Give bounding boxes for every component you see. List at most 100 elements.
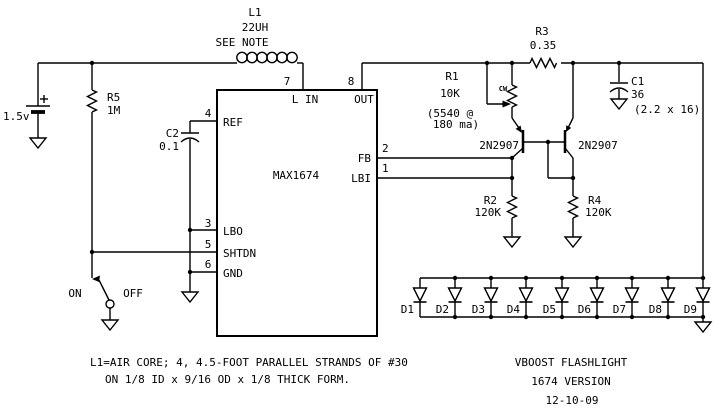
pin4-label: REF (223, 116, 243, 129)
pin8-number: 8 (348, 75, 355, 88)
l1-value: 22UH (242, 21, 269, 34)
r2-ref: R2 (484, 194, 497, 207)
led-array: D1 D2 D3 D4 D5 D6 D7 (401, 278, 713, 334)
wire-segment (589, 287, 605, 303)
ground-icon (502, 236, 522, 249)
wire-segment (187, 227, 193, 233)
wire-segment (246, 51, 258, 64)
diode-d6: D6 (578, 278, 605, 317)
emitter-arrow-icon (566, 125, 572, 132)
wire-segment (700, 275, 706, 281)
note-line1: L1=AIR CORE; 4, 4.5-FOOT PARALLEL STRAND… (90, 356, 408, 369)
wire-segment (484, 60, 490, 66)
wire-segment (660, 287, 676, 303)
wire-segment (529, 56, 558, 70)
wire-segment (488, 314, 494, 320)
power-switch: ON OFF (68, 275, 143, 332)
diode-label: D8 (649, 303, 662, 316)
c1-note: (2.2 x 16) (634, 103, 700, 116)
r1-note-line2: 180 ma) (433, 118, 479, 131)
wire-segment (570, 60, 576, 66)
pin3-number: 3 (205, 217, 212, 230)
wire-segment (511, 147, 524, 159)
diode-d1: D1 (401, 278, 428, 317)
wire-segment (629, 314, 635, 320)
wire-segment (187, 269, 193, 275)
c1-value: 36 (631, 88, 644, 101)
wire-segment (554, 287, 570, 303)
wire-segment (570, 175, 576, 181)
wire-segment (665, 314, 671, 320)
diode-label: D3 (472, 303, 485, 316)
r4-value: 120K (585, 206, 612, 219)
pin6-number: 6 (205, 258, 212, 271)
wire-segment (286, 51, 298, 64)
r3-value: 0.35 (530, 39, 557, 52)
battery-label: 1.5v (3, 110, 30, 123)
diode-d3: D3 (472, 278, 499, 317)
emitter-arrow-icon (515, 125, 522, 133)
wire-segment (276, 51, 288, 64)
note-text: L1=AIR CORE; 4, 4.5-FOOT PARALLEL STRAND… (90, 356, 408, 386)
ground-icon (100, 319, 120, 332)
battery-plus-icon (40, 95, 48, 103)
battery-symbol: 1.5v (3, 95, 50, 150)
ic-part-number: MAX1674 (273, 169, 320, 182)
diode-label: D9 (684, 303, 697, 316)
diode-d4: D4 (507, 278, 534, 317)
ic-max1674: MAX1674 7 8 L IN OUT 4 REF 3 LBO 5 SHTDN… (205, 75, 389, 337)
q2-part-number: 2N2907 (578, 139, 618, 152)
wire-segment (616, 60, 622, 66)
c2-value: 0.1 (159, 140, 179, 153)
title-line1: VBOOST FLASHLIGHT (515, 356, 628, 369)
wire-segment (488, 275, 494, 281)
wire-segment (483, 287, 499, 303)
r1-cw-marker: CW (499, 85, 508, 93)
wire-segment (559, 314, 565, 320)
wire-segment (266, 51, 278, 64)
resistor-r3: R3 0.35 (529, 25, 558, 70)
wire-segment (594, 314, 600, 320)
wire-segment (447, 287, 463, 303)
pin7-label: L IN (292, 93, 319, 106)
transistor-q1: 2N2907 (479, 125, 525, 153)
c2-ref: C2 (166, 127, 179, 140)
diode-label: D6 (578, 303, 591, 316)
ground-icon (693, 321, 713, 334)
wire-segment (412, 287, 428, 303)
pin2-label: FB (358, 152, 372, 165)
ground-icon (28, 137, 48, 150)
wire-segment (509, 60, 515, 66)
pin7-number: 7 (284, 75, 291, 88)
wire-segment (695, 287, 711, 303)
capacitor-c1: C1 36 (2.2 x 16) (609, 75, 700, 116)
wire-segment (518, 287, 534, 303)
wire-segment (236, 51, 248, 64)
wires (37, 62, 704, 322)
diode-d5: D5 (543, 278, 570, 317)
wire-segment (216, 89, 378, 337)
diode-label: D1 (401, 303, 414, 316)
diode-label: D2 (436, 303, 449, 316)
wire-segment (566, 195, 580, 219)
r1-note-line1: (5540 @ (427, 107, 474, 120)
wire-segment (624, 287, 640, 303)
wire-segment (85, 89, 99, 113)
capacitor-c2: C2 0.1 (159, 127, 200, 304)
ground-icon (180, 291, 200, 304)
title-line2: 1674 VERSION (531, 375, 610, 388)
resistor-r2: R2 120K (475, 194, 522, 249)
wire-segment (505, 84, 519, 108)
wire-segment (609, 87, 629, 93)
pin1-number: 1 (382, 162, 389, 175)
title-block: VBOOST FLASHLIGHT 1674 VERSION 12-10-09 (515, 356, 628, 407)
r3-ref: R3 (535, 25, 548, 38)
pin1-label: LBI (351, 172, 371, 185)
diode-d2: D2 (436, 278, 463, 317)
switch-on-label: ON (68, 287, 81, 300)
wire-segment (629, 275, 635, 281)
diode-label: D5 (543, 303, 556, 316)
potentiometer-r1: CW R1 10K (5540 @ 180 ma) (427, 70, 519, 131)
title-line3: 12-10-09 (546, 394, 599, 407)
